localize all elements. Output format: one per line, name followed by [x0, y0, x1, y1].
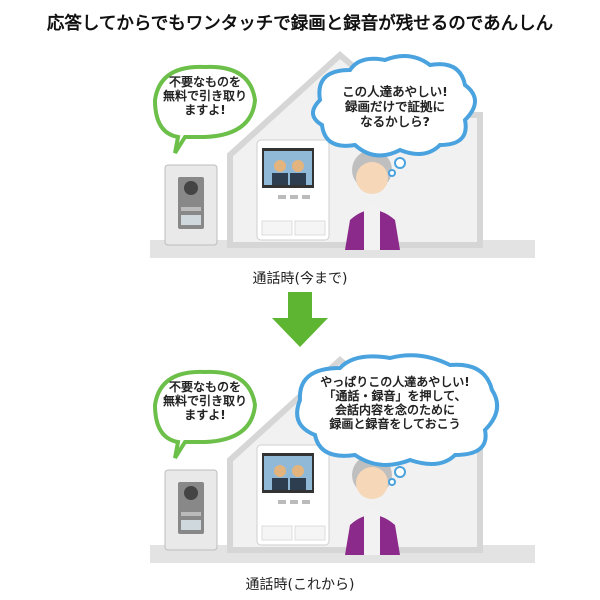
scene-before: 不要なものを 無料で引き取り ますよ! この人達あやしい! 録画だけで証拠に な… — [0, 45, 600, 275]
down-arrow-icon — [0, 292, 600, 351]
scene-before-illustration — [150, 50, 535, 258]
resident-woman-icon — [345, 150, 400, 250]
scene-after-illustration — [150, 353, 535, 563]
resident-thought-bubble — [311, 54, 477, 158]
scene-after: 不要なものを 無料で引き取り ますよ! やっぱりこの人達あやしい! 「通話・録音… — [0, 350, 600, 580]
indoor-monitor-icon — [256, 444, 330, 546]
headline: 応答してからでもワンタッチで録画と録音が残せるのであんしん — [46, 14, 554, 34]
caption-after: 通話時(これから) — [245, 577, 355, 593]
door-station-icon — [164, 469, 218, 551]
caption-before: 通話時(今まで) — [252, 271, 348, 287]
resident-thought-bubble — [295, 353, 500, 467]
indoor-monitor-icon — [256, 139, 330, 241]
visitor-speech-bubble — [152, 369, 258, 460]
visitor-bubble-text: 不要なものを 無料で引き取り ますよ! — [162, 380, 247, 423]
visitor-speech-bubble — [152, 64, 258, 155]
door-station-icon — [164, 164, 218, 246]
resident-bubble-text: この人達あやしい! 録画だけで証拠に なるかしら? — [342, 84, 448, 129]
visitor-bubble-text: 不要なものを 無料で引き取り ますよ! — [162, 75, 247, 118]
resident-bubble-text: やっぱりこの人達あやしい! 「通話・録音」を押して、 会話内容を念のために 録画… — [320, 375, 470, 432]
